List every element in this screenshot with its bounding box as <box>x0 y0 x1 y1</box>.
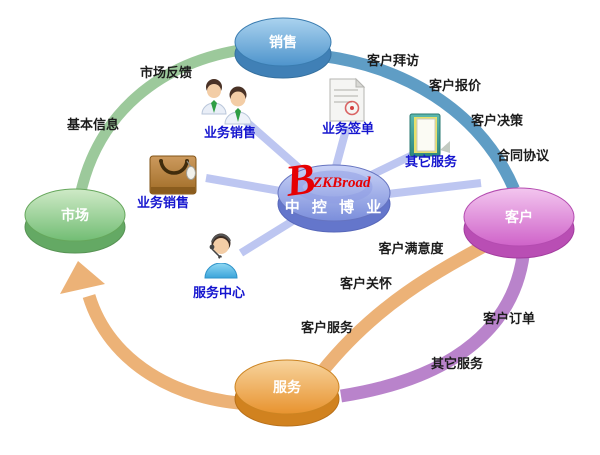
flow-label-customer-visit: 客户拜访 <box>367 53 419 68</box>
service-center-icon: 服务中心 <box>193 233 245 300</box>
other-services-folder-label: 其它服务 <box>405 154 458 169</box>
sales-team-label: 业务销售 <box>204 125 256 140</box>
node-service: 服务 <box>234 359 340 427</box>
node-service-top <box>234 359 340 415</box>
headset-band-icon <box>211 234 231 243</box>
doc-stamp-dot <box>350 106 354 110</box>
headset-mic-arm <box>211 248 220 257</box>
operator-collar <box>216 257 226 263</box>
sign-doc-icon: 业务签单 <box>322 77 374 136</box>
flow-label-market-feedback: 市场反馈 <box>140 65 192 80</box>
arc-sales-to-customer <box>322 50 520 192</box>
folder-paper <box>416 118 436 152</box>
node-service-label: 服务 <box>273 379 302 395</box>
flow-label-basic-info: 基本信息 <box>66 117 119 132</box>
node-market-label: 市场 <box>61 207 89 223</box>
doc-fold <box>355 77 366 88</box>
person2-tie <box>235 108 241 122</box>
bag-handle-knob-left <box>159 159 163 163</box>
flow-label-customer-order: 客户订单 <box>483 311 535 326</box>
arc-customer-to-service-orders <box>340 247 531 403</box>
flow-label-customer-care: 客户关怀 <box>340 276 392 291</box>
person2-face <box>230 91 246 107</box>
bag-handle <box>159 160 189 175</box>
node-sales: 销售 <box>234 17 332 79</box>
ray-to-bag <box>205 174 287 196</box>
center-node: B ZKBroad 中 控 博 业 <box>277 153 391 233</box>
flow-label-customer-service: 客户服务 <box>301 320 354 335</box>
bag-tag <box>186 166 196 180</box>
person1-face <box>207 84 221 98</box>
arc-service-to-market-swoosh <box>82 293 254 411</box>
sales-team-icon: 业务销售 <box>201 79 256 140</box>
brand-name: ZKBroad <box>312 175 371 191</box>
flow-label-contract-agreement: 合同协议 <box>497 148 550 163</box>
node-sales-top <box>234 17 332 67</box>
flow-label-customer-satisfaction: 客户满意度 <box>378 241 444 256</box>
flow-label-customer-quote: 客户报价 <box>429 78 482 93</box>
bag-base <box>151 187 195 193</box>
node-customer: 客户 <box>463 187 575 259</box>
node-sales-label: 销售 <box>269 34 297 50</box>
node-market-top <box>24 188 126 242</box>
shopping-bag-label: 业务销售 <box>137 195 189 210</box>
sign-doc-label: 业务签单 <box>322 121 374 136</box>
node-customer-top <box>463 187 575 247</box>
shopping-bag-icon: 业务销售 <box>137 155 197 210</box>
arrowhead-to-market-icon <box>60 261 105 294</box>
doc-stamp-icon <box>344 100 360 116</box>
arc-market-to-sales <box>74 43 248 198</box>
arc-customer-to-service-care <box>315 233 501 378</box>
node-customer-label: 客户 <box>504 209 533 225</box>
node-market: 市场 <box>24 188 126 254</box>
cycle-arcs <box>60 43 531 411</box>
ray-to-customer <box>387 179 482 198</box>
person1-tie <box>211 100 217 113</box>
bag-tag-string <box>186 160 192 168</box>
center-node-ring <box>295 170 373 204</box>
flow-label-customer-decision: 客户决策 <box>471 113 524 128</box>
brand-mark: B <box>282 153 319 206</box>
folder-flap <box>440 141 450 153</box>
headset-earpiece-icon <box>209 244 215 250</box>
other-services-folder-icon: 其它服务 <box>405 113 458 169</box>
flow-labels: 市场反馈 基本信息 客户拜访 客户报价 客户决策 合同协议 客户满意度 客户关怀… <box>66 53 550 371</box>
operator-body <box>204 262 238 279</box>
brand-name-cn: 中 控 博 业 <box>285 198 386 216</box>
flow-label-other-services: 其它服务 <box>431 356 484 371</box>
operator-face <box>213 238 229 254</box>
service-center-label: 服务中心 <box>193 285 245 300</box>
